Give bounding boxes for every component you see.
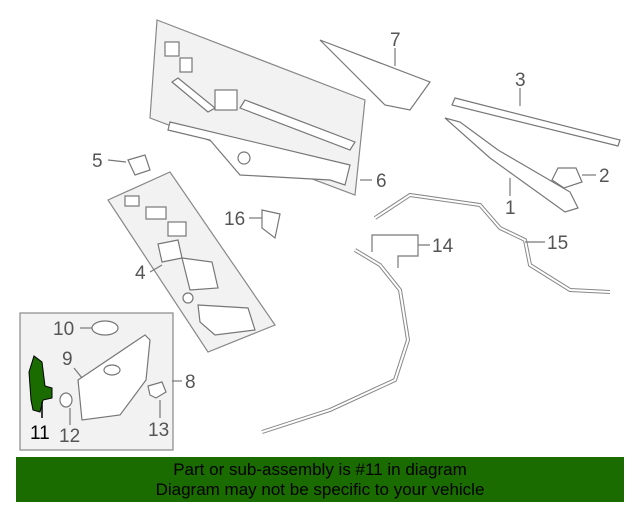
callout-12[interactable]: 12 — [59, 426, 80, 447]
wiper-arm — [444, 117, 579, 213]
wiper-linkage — [164, 41, 356, 186]
callout-5[interactable]: 5 — [92, 151, 103, 172]
plug-13 — [147, 381, 167, 399]
callout-1[interactable]: 1 — [505, 198, 516, 219]
banner-line-2: Diagram may not be specific to your vehi… — [155, 480, 485, 499]
washer-reservoir — [77, 334, 151, 421]
wiper-blade — [451, 97, 621, 147]
callout-4[interactable]: 4 — [135, 263, 146, 284]
callout-6[interactable]: 6 — [376, 171, 387, 192]
callout-14[interactable]: 14 — [432, 236, 454, 257]
callout-leaders — [41, 48, 596, 425]
cowl-cover — [319, 39, 431, 111]
reservoir-cap — [91, 320, 119, 336]
nut — [551, 167, 583, 189]
clip-5 — [127, 154, 151, 176]
info-banner: Part or sub-assembly is #11 in diagram D… — [16, 457, 624, 502]
banner-line-1: Part or sub-assembly is #11 in diagram — [173, 460, 467, 479]
grommet-12 — [59, 392, 73, 408]
callout-10[interactable]: 10 — [53, 319, 74, 340]
callout-11[interactable]: 11 — [30, 423, 50, 444]
callout-9[interactable]: 9 — [62, 349, 73, 370]
callout-3[interactable]: 3 — [515, 70, 526, 91]
callout-8[interactable]: 8 — [185, 372, 196, 393]
callout-16[interactable]: 16 — [224, 209, 245, 230]
grommet-16 — [261, 209, 281, 240]
callout-15[interactable]: 15 — [547, 233, 568, 254]
callout-7[interactable]: 7 — [390, 30, 401, 51]
callout-13[interactable]: 13 — [148, 420, 169, 441]
washer-pump-highlighted — [28, 355, 53, 413]
motor-kit-parts — [124, 195, 256, 336]
callout-2[interactable]: 2 — [599, 166, 610, 187]
